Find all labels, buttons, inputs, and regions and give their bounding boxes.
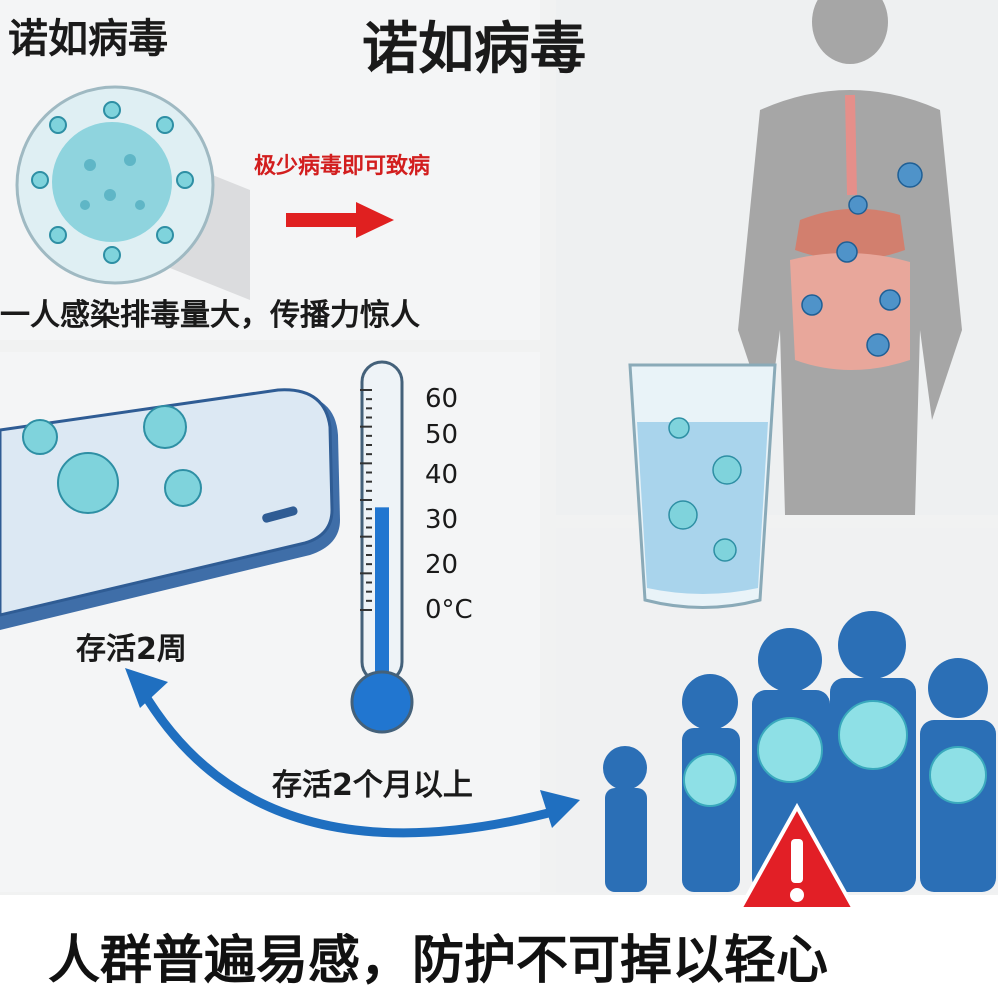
phone-survival-caption: 存活2周 [76,632,187,667]
corner-title: 诺如病毒 [8,16,168,62]
water-glass-illustration [628,363,777,609]
tick-label-60: 60 [425,384,459,414]
tick-label-50: 50 [425,420,459,450]
warning-icon [736,802,858,911]
double-arrow-icon [125,668,580,838]
people-illustration [603,611,996,892]
footer-slogan: 人群普遍易感，防护不可掉以轻心 [48,931,829,991]
callout-text: 极少病毒即可致病 [254,154,431,179]
tick-label-0: 0°C [425,595,473,625]
tick-label-30: 30 [425,505,459,535]
tick-label-40: 40 [425,460,459,490]
thermometer-illustration [350,360,414,734]
water-survival-caption: 存活2个月以上 [272,768,473,803]
virus-magnified-illustration [15,85,250,300]
tick-label-20: 20 [425,550,459,580]
footer-band [0,895,998,998]
human-body-illustration [738,0,962,515]
transmission-caption: 一人感染排毒量大，传播力惊人 [0,298,420,333]
phone-illustration [0,388,340,630]
main-title: 诺如病毒 [362,17,586,82]
red-arrow-icon [286,202,394,238]
